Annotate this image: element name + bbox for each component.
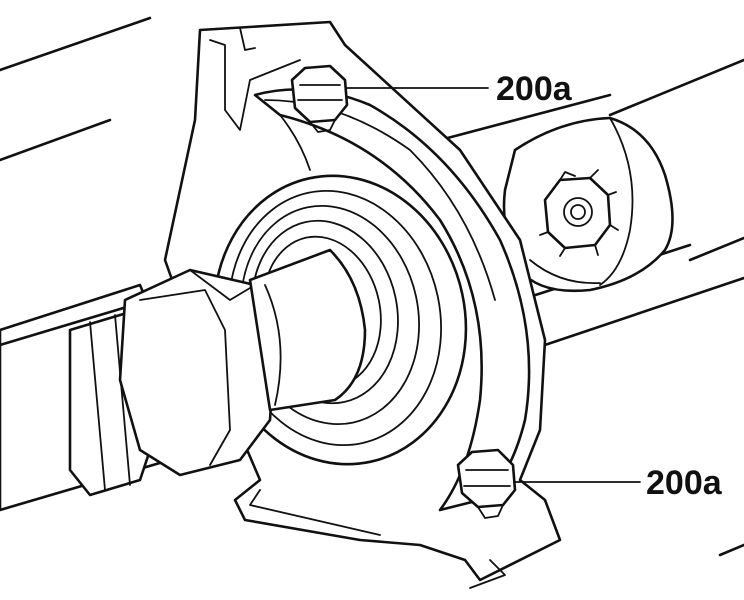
front-shaft: [0, 248, 367, 512]
callout-label-upper: 200a: [496, 70, 573, 108]
background-lines: [0, 16, 744, 557]
joint-bolt: [539, 169, 619, 257]
rear-shaft: [438, 93, 692, 302]
callout-leaders: [346, 87, 641, 483]
lower-bolt: [456, 448, 517, 519]
upper-bolt: [290, 64, 349, 133]
callout-label-lower: 200a: [646, 464, 723, 502]
